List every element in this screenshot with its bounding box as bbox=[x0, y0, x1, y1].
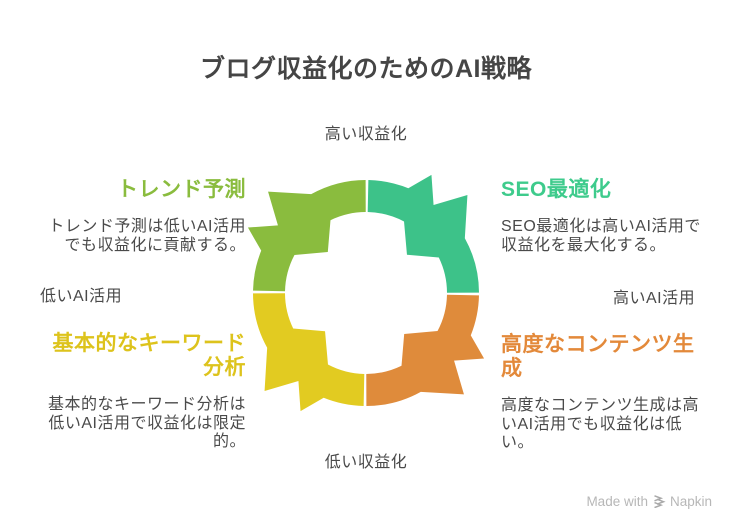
quadrant-body: 基本的なキーワード分析は 低いAI活用で収益化は限定 的。 bbox=[47, 396, 246, 451]
napkin-logo-icon bbox=[654, 495, 666, 508]
quadrant-body: SEO最適化は高いAI活用で 収益化を最大化する。 bbox=[501, 218, 701, 254]
watermark-brand: Napkin bbox=[669, 494, 712, 509]
cycle-segment-bottom-left-arrow bbox=[253, 293, 365, 412]
cycle-arrows-diagram bbox=[247, 174, 485, 412]
watermark-text: Made with bbox=[586, 494, 648, 509]
axis-label-right: 高いAI活用 bbox=[613, 290, 696, 307]
cycle-segment-top-right-arrow bbox=[367, 174, 479, 293]
quadrant-heading: 基本的なキーワード 分析 bbox=[52, 332, 246, 380]
axis-label-bottom: 低い収益化 bbox=[324, 454, 408, 471]
axis-label-top: 高い収益化 bbox=[324, 126, 408, 143]
quadrant-heading: トレンド予測 bbox=[117, 178, 246, 201]
quadrant-heading: 高度なコンテンツ生 成 bbox=[501, 333, 695, 381]
quadrant-seo-optimization: SEO最適化 SEO最適化は高いAI活用で 収益化を最大化する。 bbox=[501, 178, 717, 255]
axis-label-left: 低いAI活用 bbox=[40, 288, 123, 305]
quadrant-heading: SEO最適化 bbox=[501, 178, 612, 201]
cycle-segment-bottom-right-arrow bbox=[366, 294, 485, 406]
cycle-segment-top-left-arrow bbox=[247, 180, 366, 292]
page-title: ブログ収益化のためのAI戦略 bbox=[199, 55, 532, 83]
quadrant-advanced-content-generation: 高度なコンテンツ生 成 高度なコンテンツ生成は高 いAI活用でも収益化は低 い。 bbox=[501, 333, 717, 452]
quadrant-body: トレンド予測は低いAI活用 でも収益化に貢献する。 bbox=[48, 218, 246, 254]
quadrant-body: 高度なコンテンツ生成は高 いAI活用でも収益化は低 い。 bbox=[501, 397, 700, 452]
quadrant-basic-keyword-analysis: 基本的なキーワード 分析 基本的なキーワード分析は 低いAI活用で収益化は限定 … bbox=[30, 332, 246, 451]
napkin-watermark[interactable]: Made with Napkin bbox=[586, 494, 712, 509]
quadrant-trend-forecast: トレンド予測 トレンド予測は低いAI活用 でも収益化に貢献する。 bbox=[30, 178, 246, 255]
